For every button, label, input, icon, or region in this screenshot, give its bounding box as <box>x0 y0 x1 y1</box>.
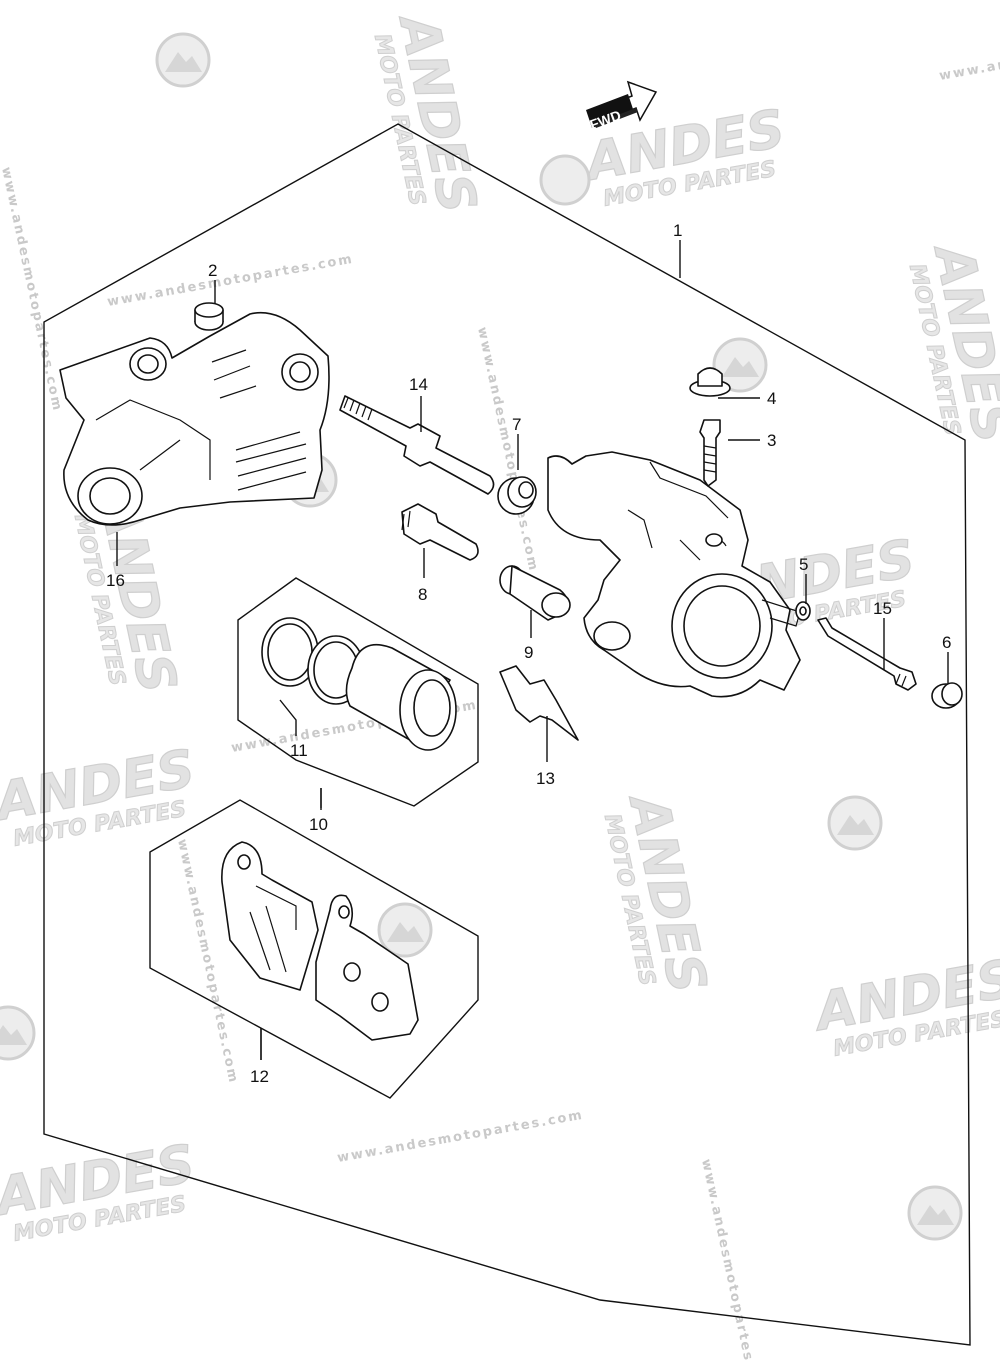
callout-10: 10 <box>309 815 328 834</box>
watermark-brand: ANDES MOTO PARTES <box>807 948 1000 1062</box>
callout-6: 6 <box>942 633 951 652</box>
pin-boot <box>499 565 571 621</box>
nut-part <box>194 302 224 331</box>
callout-5: 5 <box>799 555 808 574</box>
callout-14: 14 <box>409 375 428 394</box>
callout-12: 12 <box>250 1067 269 1086</box>
callout-labels: 1 2 3 4 5 6 7 8 9 10 11 12 13 14 15 16 <box>106 221 951 1086</box>
plug-cap <box>931 682 963 709</box>
slide-pin-short <box>401 503 479 561</box>
bleeder-cap <box>689 367 731 397</box>
caliper-bracket <box>59 311 330 526</box>
mountain-logo-icon <box>155 32 211 88</box>
caliper-body <box>547 451 801 698</box>
callout-15: 15 <box>873 599 892 618</box>
callout-13: 13 <box>536 769 555 788</box>
callout-4: 4 <box>767 389 776 408</box>
leader-lines <box>116 240 949 1060</box>
watermark-layer: www.andesmotopartes.com www.andesmotopar… <box>0 6 1000 1363</box>
mountain-logo-icon <box>539 154 591 206</box>
mountain-logo-icon <box>377 902 433 958</box>
mountain-logo-icon <box>827 795 883 851</box>
piston <box>345 643 457 751</box>
rubber-boot <box>497 476 537 515</box>
piston-kit-boundary <box>237 577 479 807</box>
callout-7: 7 <box>512 415 521 434</box>
washer <box>795 601 811 621</box>
callout-3: 3 <box>767 431 776 450</box>
pad-spring <box>499 665 579 741</box>
bleeder-screw <box>699 419 721 487</box>
watermark-brand: ANDES MOTO PARTES <box>598 786 718 999</box>
callout-1: 1 <box>673 221 682 240</box>
callout-9: 9 <box>524 643 533 662</box>
watermark-url: www.andesmotopartes.com <box>938 26 1000 84</box>
callout-8: 8 <box>418 585 427 604</box>
pad-kit-boundary <box>149 799 479 1099</box>
watermark-brand: ANDES MOTO PARTES <box>0 738 200 852</box>
callout-11: 11 <box>290 741 308 760</box>
watermark-url: www.andesmotopartes.com <box>106 252 355 310</box>
brake-pad-set <box>221 841 419 1041</box>
mountain-logo-icon <box>0 1005 36 1061</box>
pad-pin <box>817 617 917 691</box>
mountain-logo-icon <box>907 1185 963 1241</box>
watermark-url: www.andesmotopartes.com <box>698 1158 765 1363</box>
callout-2: 2 <box>208 261 217 280</box>
watermark-url: www.andesmotopartes.com <box>336 1108 585 1166</box>
callout-16: 16 <box>106 571 125 590</box>
fwd-arrow-icon: FWD <box>586 80 658 133</box>
assembly-boundary <box>43 123 971 1346</box>
watermark-url: www.andesmotopartes.com <box>0 166 65 414</box>
watermark-brand: ANDES MOTO PARTES <box>903 236 1000 449</box>
watermark-url: www.andesmotopartes.com <box>474 326 541 574</box>
watermark-brand: ANDES MOTO PARTES <box>368 6 488 219</box>
slide-pin-long <box>339 395 495 495</box>
mountain-logo-icon <box>712 337 768 393</box>
